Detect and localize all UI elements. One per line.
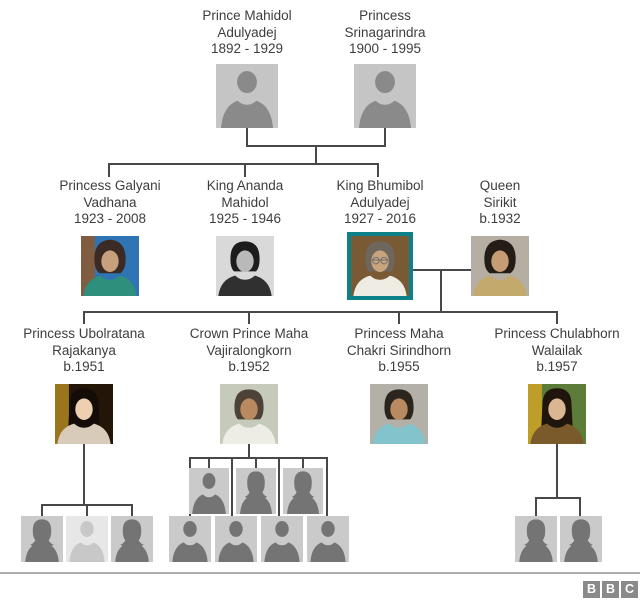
connector-line [556, 444, 558, 499]
silhouette-female-icon [560, 516, 602, 562]
person-dates: b.1952 [228, 359, 270, 374]
connector-line [302, 459, 304, 468]
connector-line [41, 506, 43, 516]
person-dates: 1927 - 2016 [343, 211, 417, 226]
connector-line [83, 313, 85, 324]
person-card-ananda-mahidol: King Ananda Mahidol 1925 - 1946 [165, 178, 325, 296]
portrait-queen-sirikit [471, 235, 529, 296]
portrait-chulabhorn [528, 383, 586, 444]
connector-line [189, 457, 328, 459]
person-card-vajiralongkorn: Crown Prince Maha Vajiralongkorn b.1952 [169, 326, 329, 444]
connector-line [278, 459, 280, 516]
connector-line [246, 145, 386, 147]
connector-line [231, 459, 233, 516]
connector-line [246, 128, 248, 147]
bbc-logo-letter: C [621, 581, 638, 598]
children-group-vajiralongkorn-upper [189, 468, 323, 514]
connector-line [244, 165, 246, 177]
children-group-ubolratana [21, 516, 153, 562]
silhouette-male-icon [216, 63, 278, 128]
person-dates: b.1951 [63, 359, 105, 374]
person-name: Princess Srinagarindra [344, 8, 426, 40]
silhouette-female-icon [515, 516, 557, 562]
connector-line [535, 497, 581, 499]
silhouette-female-icon [236, 468, 276, 514]
person-card-bhumibol-adulyadej: King Bhumibol Adulyadej 1927 - 2016 [300, 178, 460, 300]
connector-line [556, 313, 558, 324]
person-name: Princess Maha Chakri Sirindhorn [346, 326, 452, 358]
person-name: King Bhumibol Adulyadej [336, 178, 424, 210]
person-dates: 1925 - 1946 [208, 211, 282, 226]
connector-line [83, 444, 85, 506]
silhouette-female-icon [21, 516, 63, 562]
connector-line [86, 506, 88, 516]
person-card-galyani-vadhana: Princess Galyani Vadhana 1923 - 2008 [30, 178, 190, 296]
person-name: Prince Mahidol Adulyadej [202, 8, 292, 40]
person-card-chulabhorn: Princess Chulabhorn Walailak b.1957 [477, 326, 637, 444]
connector-line [108, 163, 379, 165]
portrait-ubolratana [55, 383, 113, 444]
person-card-ubolratana: Princess Ubolratana Rajakanya b.1951 [4, 326, 164, 444]
silhouette-female-icon [111, 516, 153, 562]
person-name: Princess Chulabhorn Walailak [494, 326, 620, 358]
person-name: Princess Ubolratana Rajakanya [23, 326, 145, 358]
person-name: Queen Sirikit [479, 178, 521, 210]
silhouette-male-faded-icon [66, 516, 108, 562]
silhouette-male-icon [215, 516, 257, 562]
children-group-chulabhorn [515, 516, 602, 562]
connector-line [108, 165, 110, 177]
silhouette-male-icon [354, 63, 416, 128]
connector-line [255, 459, 257, 468]
person-dates: b.1957 [536, 359, 578, 374]
person-name: Crown Prince Maha Vajiralongkorn [189, 326, 309, 358]
silhouette-male-icon [307, 516, 349, 562]
connector-line [440, 269, 442, 313]
connector-line [248, 444, 250, 459]
bbc-logo: B B C [583, 581, 638, 598]
connector-line [208, 459, 210, 468]
person-card-prince-mahidol: Prince Mahidol Adulyadej 1892 - 1929 [167, 8, 327, 128]
connector-line [377, 165, 379, 177]
connector-line [248, 313, 250, 324]
connector-line [535, 499, 537, 516]
silhouette-male-icon [189, 468, 229, 514]
portrait-sirindhorn [370, 383, 428, 444]
person-dates: 1900 - 1995 [348, 41, 422, 56]
person-dates: b.1932 [479, 211, 521, 226]
person-name: King Ananda Mahidol [206, 178, 284, 210]
person-dates: 1923 - 2008 [73, 211, 147, 226]
person-dates: b.1955 [378, 359, 420, 374]
footer-divider [0, 572, 640, 574]
connector-line [398, 313, 400, 324]
connector-line [131, 506, 133, 516]
portrait-bhumibol-adulyadej-highlighted [347, 231, 413, 300]
connector-marriage-line [413, 269, 471, 271]
portrait-vajiralongkorn [220, 383, 278, 444]
person-card-princess-srinagarindra: Princess Srinagarindra 1900 - 1995 [305, 8, 465, 128]
connector-line [579, 499, 581, 516]
person-card-sirindhorn: Princess Maha Chakri Sirindhorn b.1955 [319, 326, 479, 444]
silhouette-male-icon [261, 516, 303, 562]
connector-line [41, 504, 133, 506]
bbc-logo-letter: B [602, 581, 619, 598]
connector-line [384, 128, 386, 147]
person-card-queen-sirikit: Queen Sirikit b.1932 [420, 178, 580, 296]
person-name: Princess Galyani Vadhana [59, 178, 161, 210]
person-dates: 1892 - 1929 [210, 41, 284, 56]
portrait-galyani-vadhana [81, 235, 139, 296]
connector-line [315, 147, 317, 165]
silhouette-female-icon [283, 468, 323, 514]
bbc-logo-letter: B [583, 581, 600, 598]
portrait-ananda-mahidol [216, 235, 274, 296]
silhouette-male-icon [169, 516, 211, 562]
connector-line [83, 311, 558, 313]
connector-line [326, 459, 328, 516]
children-group-vajiralongkorn-lower [169, 516, 349, 562]
